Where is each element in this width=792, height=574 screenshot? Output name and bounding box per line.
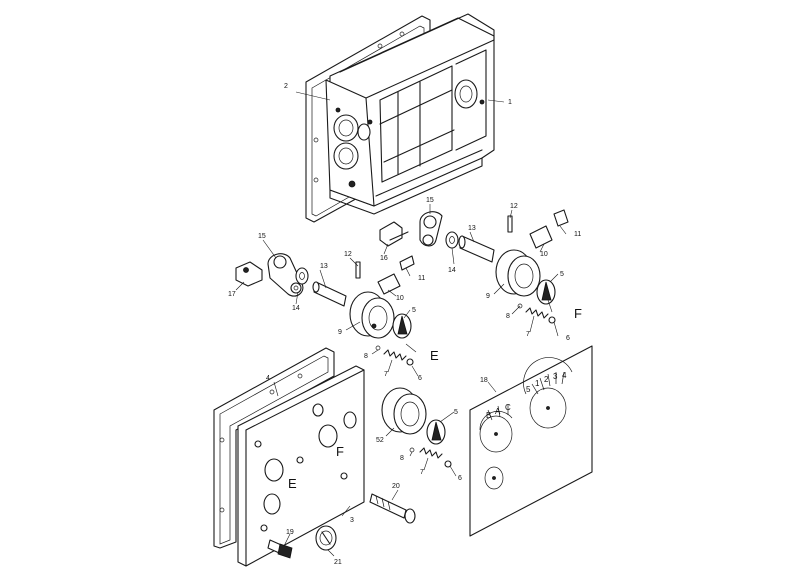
callout-9b: 9 <box>486 293 490 300</box>
letter-e-knob: E <box>430 348 439 363</box>
letter-f-plate: F <box>336 444 344 459</box>
letter-e-plate: E <box>288 476 297 491</box>
pin-part-16 <box>379 221 409 247</box>
callout-3: 3 <box>350 517 354 524</box>
callout-13a: 13 <box>320 263 328 270</box>
leader-lines <box>235 91 567 557</box>
callout-19: 19 <box>286 529 294 536</box>
callout-5c: 5 <box>454 409 458 416</box>
pin-part-11-right <box>553 209 569 227</box>
knob-part-9-right <box>495 249 541 297</box>
callout-7c: 7 <box>420 469 424 476</box>
pin-part-12-left <box>355 261 361 279</box>
lever-part-15-right <box>419 211 443 247</box>
ball-part-8-lower <box>409 447 415 453</box>
dial-left-label-0: B <box>486 411 491 420</box>
callout-5b: 5 <box>560 271 564 278</box>
screw-part-20 <box>369 493 416 524</box>
ball-part-8-right <box>517 303 523 309</box>
spring-part-7-right <box>525 307 556 324</box>
letter-f-knob: F <box>574 306 582 321</box>
callout-5a: 5 <box>412 307 416 314</box>
position-letters: E F E F <box>288 306 582 491</box>
sleeve-part-10-left <box>377 273 401 295</box>
callout-8b: 8 <box>506 313 510 320</box>
callout-20: 20 <box>392 483 400 490</box>
shaft-part-13-right <box>458 235 495 263</box>
callout-8a: 8 <box>364 353 368 360</box>
knob-part-9-left <box>349 291 395 339</box>
callout-6c: 6 <box>458 475 462 482</box>
callout-10a: 10 <box>396 295 404 302</box>
callout-10b: 10 <box>540 251 548 258</box>
sleeve-part-10-right <box>529 225 553 249</box>
dial-labels: B A C 5 1 2 3 4 <box>486 371 567 420</box>
callout-12b: 12 <box>510 203 518 210</box>
callout-15b: 15 <box>426 197 434 204</box>
dial-right-label-4: 4 <box>562 371 567 380</box>
cap-part-6-lower <box>426 419 446 445</box>
pin-part-12-right <box>507 215 513 233</box>
callout-6a: 6 <box>418 375 422 382</box>
dial-plate-part-18 <box>469 345 593 537</box>
callout-17: 17 <box>228 291 236 298</box>
callout-9a: 9 <box>338 329 342 336</box>
callout-11b: 11 <box>574 231 581 238</box>
dial-right-label-3: 3 <box>553 372 558 381</box>
shaft-part-13-left <box>312 281 347 307</box>
cap-part-6-right <box>536 279 556 305</box>
dial-left-label-2: C <box>505 403 511 412</box>
callout-15a: 15 <box>258 233 266 240</box>
cap-part-6-left <box>392 313 412 339</box>
callout-14b: 14 <box>448 267 456 274</box>
callout-52: 52 <box>376 437 384 444</box>
dial-left-label-1: A <box>495 407 501 416</box>
spring-part-7-lower <box>419 447 452 468</box>
dial-right-label-2: 2 <box>544 375 549 384</box>
washer-part-14-right <box>445 231 459 249</box>
callout-labels: 1 2 3 4 5 5 5 6 6 6 7 7 7 8 8 8 9 9 10 1… <box>228 83 581 566</box>
callout-12a: 12 <box>344 251 352 258</box>
pin-part-11-left <box>399 255 415 271</box>
callout-6b: 6 <box>566 335 570 342</box>
callout-16: 16 <box>380 255 388 262</box>
callout-18: 18 <box>480 377 488 384</box>
dial-right-label-1: 1 <box>535 379 540 388</box>
housing-part-1 <box>325 13 495 215</box>
callout-14a: 14 <box>292 305 300 312</box>
callout-2: 2 <box>284 83 288 90</box>
callout-8c: 8 <box>400 455 404 462</box>
callout-21: 21 <box>334 559 342 566</box>
callout-11a: 11 <box>418 275 425 282</box>
spring-part-7-left <box>383 349 414 366</box>
callout-7a: 7 <box>384 371 388 378</box>
plate-part-3 <box>237 365 365 567</box>
gasket-part-4 <box>213 347 335 549</box>
bolt-part-19 <box>267 539 293 559</box>
plug-part-21 <box>315 525 337 551</box>
callout-1: 1 <box>508 99 512 106</box>
callout-4: 4 <box>266 375 270 382</box>
ball-part-8-left <box>375 345 381 351</box>
callout-13b: 13 <box>468 225 476 232</box>
washer-part-14-left <box>295 267 309 285</box>
fork-part-17 <box>235 261 263 287</box>
knob-part-52 <box>381 387 427 435</box>
dial-right-label-0: 5 <box>526 385 531 394</box>
callout-7b: 7 <box>526 331 530 338</box>
